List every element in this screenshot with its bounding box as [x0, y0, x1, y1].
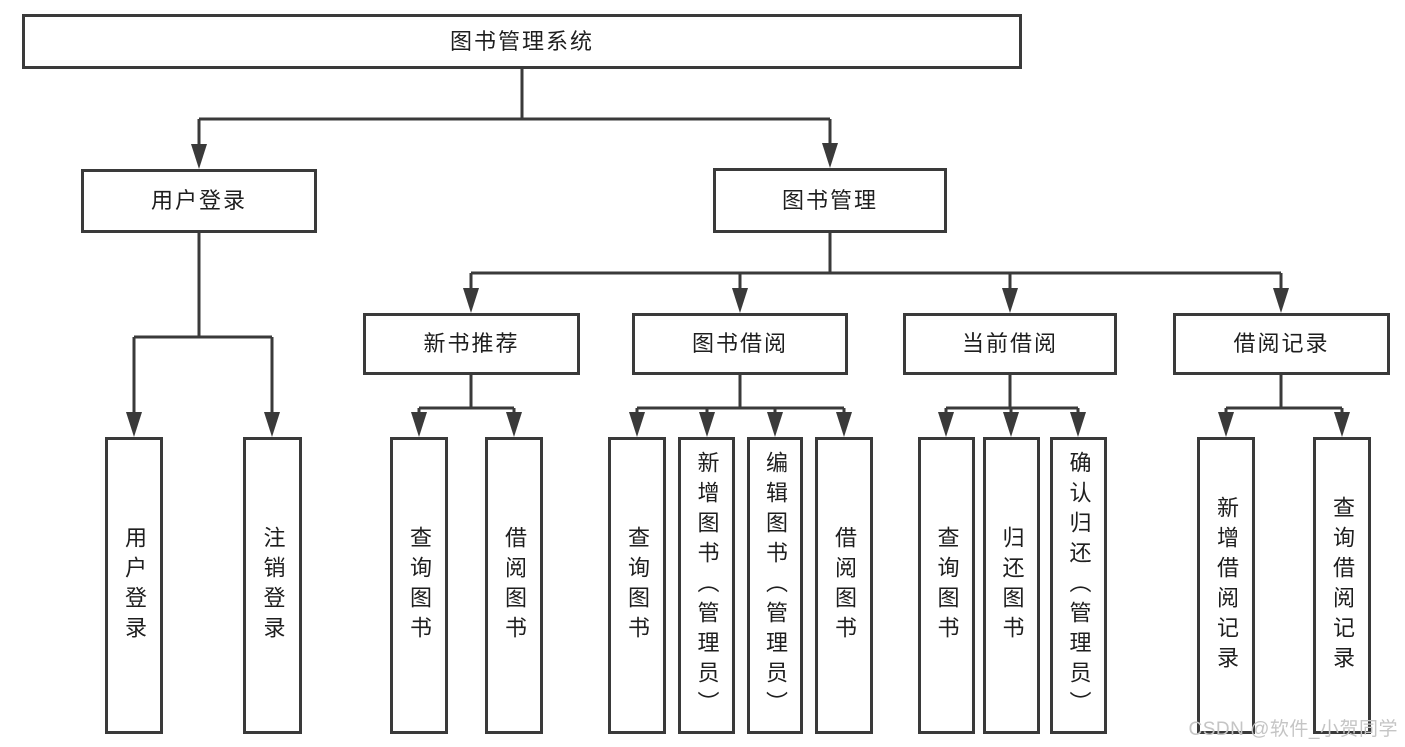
leaf-query-books-borrowing: 查询图书 [608, 437, 666, 734]
node-user-login: 用户登录 [81, 169, 317, 233]
leaf-user-login-label: 用户登录 [122, 525, 147, 646]
csdn-watermark: CSDN @软件_小贺同学 [1188, 719, 1398, 740]
arrowhead-icon [629, 412, 645, 437]
leaf-query-books-recommend: 查询图书 [390, 437, 448, 734]
node-borrowing-records-label: 借阅记录 [1233, 331, 1330, 356]
arrowhead-icon [1273, 288, 1289, 313]
arrowhead-icon [938, 412, 954, 437]
arrowhead-icon [411, 412, 427, 437]
leaf-borrow-books-recommend: 借阅图书 [485, 437, 543, 734]
arrowhead-icon [836, 412, 852, 437]
node-new-book-recommend-label: 新书推荐 [423, 331, 520, 356]
arrowhead-icon [1218, 412, 1234, 437]
arrowhead-icon [1070, 412, 1086, 437]
node-new-book-recommend: 新书推荐 [363, 313, 580, 375]
leaf-query-books-borrowing-label: 查询图书 [625, 525, 650, 646]
leaf-add-book-admin: 新增图书（管理员） [678, 437, 735, 734]
node-borrowing-records: 借阅记录 [1173, 313, 1390, 375]
arrowhead-icon [732, 288, 748, 313]
arrowhead-icon [1334, 412, 1350, 437]
arrowhead-icon [699, 412, 715, 437]
arrowhead-icon [463, 288, 479, 313]
leaf-return-books-label: 归还图书 [999, 525, 1025, 646]
leaf-query-books-recommend-label: 查询图书 [407, 525, 432, 646]
leaf-logout: 注销登录 [243, 437, 302, 734]
arrowhead-icon [1002, 288, 1018, 313]
leaf-query-borrow-record-label: 查询借阅记录 [1330, 495, 1355, 676]
leaf-borrow-books-borrowing: 借阅图书 [815, 437, 873, 734]
arrowhead-icon [191, 144, 207, 169]
arrowhead-icon [264, 412, 280, 437]
node-book-management-label: 图书管理 [781, 187, 878, 213]
leaf-query-books-current-label: 查询图书 [934, 525, 960, 646]
leaf-return-books: 归还图书 [983, 437, 1040, 734]
connector-path [132, 69, 1344, 414]
leaf-borrow-books-recommend-label: 借阅图书 [502, 525, 527, 646]
leaf-edit-book-admin-label: 编辑图书（管理员） [763, 450, 788, 721]
arrowhead-icon [1003, 412, 1019, 437]
leaf-confirm-return-admin-label: 确认归还（管理员） [1066, 450, 1092, 721]
leaf-confirm-return-admin: 确认归还（管理员） [1050, 437, 1107, 734]
node-library-system: 图书管理系统 [22, 14, 1022, 69]
node-current-borrowing-label: 当前借阅 [961, 331, 1058, 356]
node-current-borrowing: 当前借阅 [903, 313, 1117, 375]
leaf-edit-book-admin: 编辑图书（管理员） [747, 437, 803, 734]
node-book-borrowing: 图书借阅 [632, 313, 848, 375]
leaf-user-login: 用户登录 [105, 437, 163, 734]
node-book-management: 图书管理 [713, 168, 947, 233]
leaf-add-borrow-record-label: 新增借阅记录 [1214, 495, 1239, 676]
leaf-add-book-admin-label: 新增图书（管理员） [694, 450, 720, 721]
node-library-system-label: 图书管理系统 [449, 28, 594, 54]
leaf-borrow-books-borrowing-label: 借阅图书 [832, 525, 857, 646]
arrowhead-icon [767, 412, 783, 437]
arrowhead-icon [506, 412, 522, 437]
node-user-login-label: 用户登录 [150, 188, 247, 213]
node-book-borrowing-label: 图书借阅 [691, 331, 788, 356]
arrowhead-icon [822, 143, 838, 168]
leaf-add-borrow-record: 新增借阅记录 [1197, 437, 1255, 734]
arrowhead-icon [126, 412, 142, 437]
leaf-logout-label: 注销登录 [260, 525, 286, 646]
leaf-query-books-current: 查询图书 [918, 437, 975, 734]
leaf-query-borrow-record: 查询借阅记录 [1313, 437, 1371, 734]
